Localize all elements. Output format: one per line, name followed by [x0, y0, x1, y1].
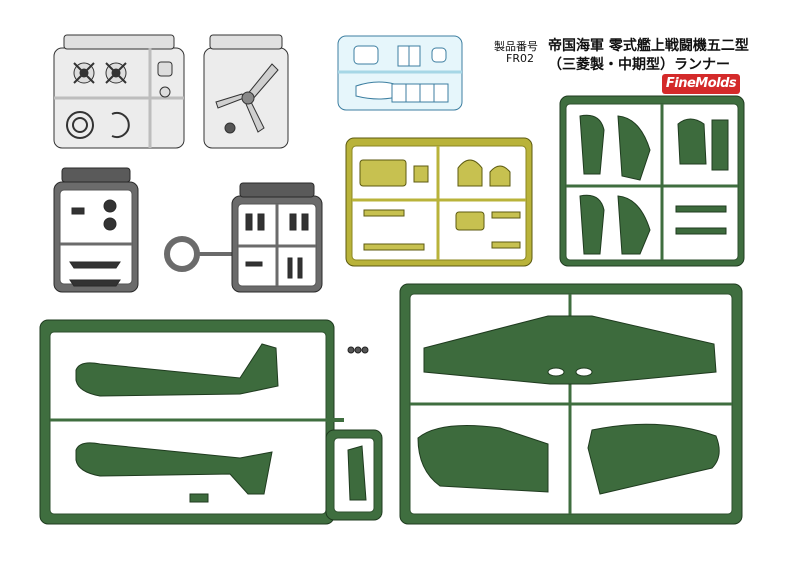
runner-green-rudder-small: [325, 346, 383, 521]
small-parts-cluster: [347, 346, 369, 354]
kit-title-line1: 帝国海軍 零式艦上戦闘機五二型: [548, 38, 749, 54]
product-number-label: 製品番号: [494, 40, 538, 53]
runner-interior-yellow: [345, 137, 533, 267]
small-detail-parts: [245, 213, 309, 279]
runner-propeller-light-gray: [203, 34, 289, 149]
cockpit-floor-part: [359, 159, 521, 251]
landing-gear-part: [69, 199, 121, 287]
tailplane-part: [579, 114, 729, 255]
runner-green-fuselage: [39, 319, 344, 525]
kit-title-line2: （三菱製・中期型）ランナー: [548, 57, 730, 73]
product-code: FR02: [506, 52, 534, 65]
propeller-part: [215, 63, 279, 133]
runner-engine-light-gray: [53, 34, 185, 149]
runner-dark-gray-detail: [164, 182, 323, 293]
runner-clear-canopy: [337, 35, 463, 111]
runner-dark-gray-small: [53, 167, 139, 293]
runner-green-wings: [399, 283, 743, 525]
brand-logo: FineMolds: [662, 74, 740, 94]
runner-green-tail-flaps: [559, 95, 745, 267]
fuselage-half-part: [75, 343, 279, 503]
engine-cylinder-part: [73, 62, 127, 84]
rudder-part: [347, 445, 367, 501]
wing-part: [417, 315, 720, 495]
engine-ring-part: [66, 111, 130, 139]
canopy-part: [353, 45, 449, 103]
